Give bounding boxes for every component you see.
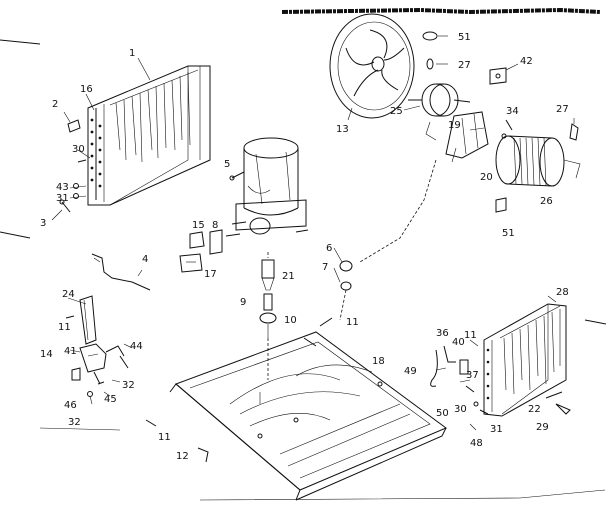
part-label-31: 31	[56, 193, 69, 204]
part-label-12: 12	[176, 451, 189, 462]
part-label-24: 24	[62, 289, 75, 300]
part-label-30: 30	[72, 144, 85, 155]
part-label-51b: 51	[502, 228, 515, 239]
part-51-lower	[495, 197, 507, 213]
condenser-coil	[87, 65, 211, 206]
part-label-41: 41	[64, 346, 77, 357]
part-label-51a: 51	[458, 32, 471, 43]
part-label-28: 28	[556, 287, 569, 298]
part-label-11a: 11	[58, 322, 71, 333]
part-label-18: 18	[372, 356, 385, 367]
part-label-11c: 11	[346, 317, 359, 328]
part-label-20: 20	[480, 172, 493, 183]
part-label-32a: 32	[122, 380, 135, 391]
part-label-1: 1	[129, 48, 135, 59]
base-screws	[145, 317, 333, 463]
part-2-clip	[67, 119, 81, 133]
small-parts-lower-right	[430, 339, 571, 431]
part-label-44: 44	[130, 341, 143, 352]
part-label-19: 19	[448, 120, 461, 131]
compressor	[225, 137, 309, 237]
part-label-42: 42	[520, 56, 533, 67]
part-label-21: 21	[282, 271, 295, 282]
part-label-11d: 11	[464, 330, 477, 341]
scan-artifacts	[0, 7, 607, 501]
part-label-9: 9	[240, 297, 246, 308]
part-label-22: 22	[528, 404, 541, 415]
part-label-27a: 27	[458, 60, 471, 71]
part-label-50: 50	[436, 408, 449, 419]
part-label-25: 25	[390, 106, 403, 117]
part-label-29: 29	[536, 422, 549, 433]
part-label-45: 45	[104, 394, 117, 405]
part-4-tube	[91, 253, 151, 291]
part-label-34: 34	[506, 106, 519, 117]
compressor-terminal-parts	[179, 229, 223, 273]
control-bracket-group	[65, 295, 133, 405]
part-label-46: 46	[64, 400, 77, 411]
part-label-48: 48	[470, 438, 483, 449]
part-label-15: 15	[192, 220, 205, 231]
mounting-grommet-stack	[259, 252, 277, 380]
part-label-5: 5	[224, 159, 230, 170]
part-label-16: 16	[80, 84, 93, 95]
part-label-10: 10	[284, 315, 297, 326]
part-label-31b: 31	[490, 424, 503, 435]
part-label-43: 43	[56, 182, 69, 193]
part-label-11b: 11	[158, 432, 171, 443]
small-parts-top	[422, 31, 519, 85]
part-label-13: 13	[336, 124, 349, 135]
screws-left	[59, 159, 87, 213]
part-label-8: 8	[212, 220, 218, 231]
assembly-dashes	[339, 159, 437, 321]
part-label-4: 4	[142, 254, 148, 265]
part-label-30b: 30	[454, 404, 467, 415]
part-label-49: 49	[404, 366, 417, 377]
part-label-36: 36	[436, 328, 449, 339]
part-label-3: 3	[40, 218, 46, 229]
part-number-labels: 1 2 16 30 43 31 3 4 24 11 14 41 44 32 45…	[40, 32, 569, 462]
part-label-6: 6	[326, 243, 332, 254]
blower-wheel	[495, 135, 581, 187]
part-label-26: 26	[540, 196, 553, 207]
part-label-37: 37	[466, 370, 479, 381]
part-6-7-grommets	[333, 247, 353, 291]
part-label-7: 7	[322, 262, 328, 273]
part-label-17: 17	[204, 269, 217, 280]
evaporator-coil	[483, 295, 567, 417]
part-label-40: 40	[452, 337, 465, 348]
condenser-fan-blade	[329, 13, 415, 121]
part-label-32b: 32	[68, 417, 81, 428]
fan-motor-bracket	[445, 111, 489, 163]
fan-motor	[403, 83, 471, 141]
part-label-2: 2	[52, 99, 58, 110]
base-pan	[169, 331, 448, 501]
part-label-27b: 27	[556, 104, 569, 115]
part-label-14: 14	[40, 349, 53, 360]
